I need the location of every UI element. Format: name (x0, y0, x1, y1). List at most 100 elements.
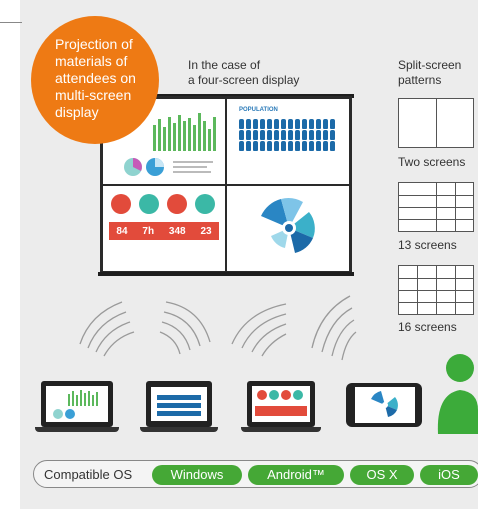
person-icon (246, 141, 251, 151)
person-icon (246, 130, 251, 140)
notebook-health-graphic (255, 390, 307, 416)
person-icon (260, 130, 265, 140)
laptop-chart-graphic (53, 390, 98, 419)
two-screen-pattern (398, 98, 474, 148)
temperature-icon (195, 194, 215, 214)
thirteen-screen-pattern (398, 182, 474, 232)
two-screens-label: Two screens (398, 155, 466, 169)
badge-line-2: materials of (55, 53, 128, 69)
person-icon (316, 119, 321, 129)
smartphone-device (346, 383, 422, 427)
person-icon (295, 130, 300, 140)
sleep-icon (139, 194, 159, 214)
compatible-os-label: Compatible OS (44, 467, 133, 482)
person-icon (281, 130, 286, 140)
notebook-device (247, 381, 315, 427)
os-badge-ios: iOS (420, 465, 478, 485)
grid-line (436, 183, 437, 231)
grid-line (455, 183, 456, 231)
person-icon (260, 119, 265, 129)
four-screen-caption-line-1: In the case of (188, 58, 261, 72)
person-icon (246, 119, 251, 129)
notebook-base (241, 427, 321, 432)
apple-icon (167, 194, 187, 214)
person-icon (316, 141, 321, 151)
os-badge-osx: OS X (350, 465, 414, 485)
feature-badge: Projection of materials of attendees on … (31, 16, 159, 144)
stat-value: 348 (168, 225, 186, 237)
person-icon (281, 119, 286, 129)
laptop-screen (46, 386, 108, 422)
badge-line-5: display (55, 104, 99, 120)
stats-strip: 84 7h 348 23 (109, 222, 219, 240)
person-icon (302, 119, 307, 129)
badge-line-1: Projection of (55, 36, 133, 52)
four-screen-caption-line-2: a four-screen display (188, 73, 300, 87)
population-pictogram (239, 119, 339, 151)
grid-line (455, 266, 456, 314)
badge-line-4: multi-screen (55, 87, 132, 103)
person-icon (253, 130, 258, 140)
display-grid: POPULATION (103, 99, 349, 271)
four-screen-caption: In the case of a four-screen display (188, 58, 299, 88)
person-icon (253, 141, 258, 151)
split-screen-title: Split-screen patterns (398, 58, 461, 88)
person-icon (260, 141, 265, 151)
stat-value: 23 (200, 225, 212, 237)
person-icon (281, 141, 286, 151)
bar-chart-graphic (124, 113, 216, 176)
tablet-base (140, 427, 218, 432)
health-icons-row (111, 194, 215, 214)
person-icon (253, 119, 258, 129)
person-icon (239, 130, 244, 140)
person-icon (295, 119, 300, 129)
quad-health-stats: 84 7h 348 23 (103, 186, 225, 271)
person-icon (274, 130, 279, 140)
person-icon (288, 141, 293, 151)
laptop-base (35, 427, 119, 432)
laptop-device (41, 381, 113, 427)
radial-chart-graphic (261, 198, 315, 253)
stat-value: 7h (142, 225, 155, 237)
badge-line-3: attendees on (55, 70, 136, 86)
split-screen-title-line-2: patterns (398, 73, 442, 87)
person-icon (288, 119, 293, 129)
person-icon (302, 130, 307, 140)
person-icon (302, 141, 307, 151)
person-icon (295, 141, 300, 151)
smartphone-screen (355, 387, 415, 423)
person-icon (274, 119, 279, 129)
stat-value: 84 (116, 225, 128, 237)
person-icon (274, 141, 279, 151)
thirteen-screens-label: 13 screens (398, 238, 457, 252)
split-screen-title-line-1: Split-screen (398, 58, 462, 72)
person-icon (239, 119, 244, 129)
person-icon (239, 141, 244, 151)
leader-line (0, 22, 22, 23)
os-badge-android: Android™ (248, 465, 344, 485)
smartphone-radial-graphic (371, 391, 398, 417)
person-icon (288, 130, 293, 140)
compatible-os-bar: Compatible OS Windows Android™ OS X iOS (33, 460, 478, 488)
population-label: POPULATION (239, 107, 278, 113)
person-icon (267, 119, 272, 129)
sixteen-screens-label: 16 screens (398, 320, 457, 334)
person-icon (316, 130, 321, 140)
person-icon (267, 141, 272, 151)
person-icon (309, 141, 314, 151)
four-screen-display: POPULATION (100, 96, 352, 274)
tablet-device (146, 381, 212, 427)
tablet-population-graphic (157, 395, 201, 416)
quad-radial-chart (227, 186, 349, 271)
person-icon (323, 130, 328, 140)
sixteen-screen-pattern (398, 265, 474, 315)
person-icon (330, 141, 335, 151)
grid-line (436, 266, 437, 314)
heart-icon (111, 194, 131, 214)
person-icon (267, 130, 272, 140)
person-icon (323, 119, 328, 129)
quad-population: POPULATION (227, 99, 349, 184)
person-icon (330, 119, 335, 129)
notebook-screen (252, 386, 310, 422)
display-bottom-rail (98, 272, 354, 276)
